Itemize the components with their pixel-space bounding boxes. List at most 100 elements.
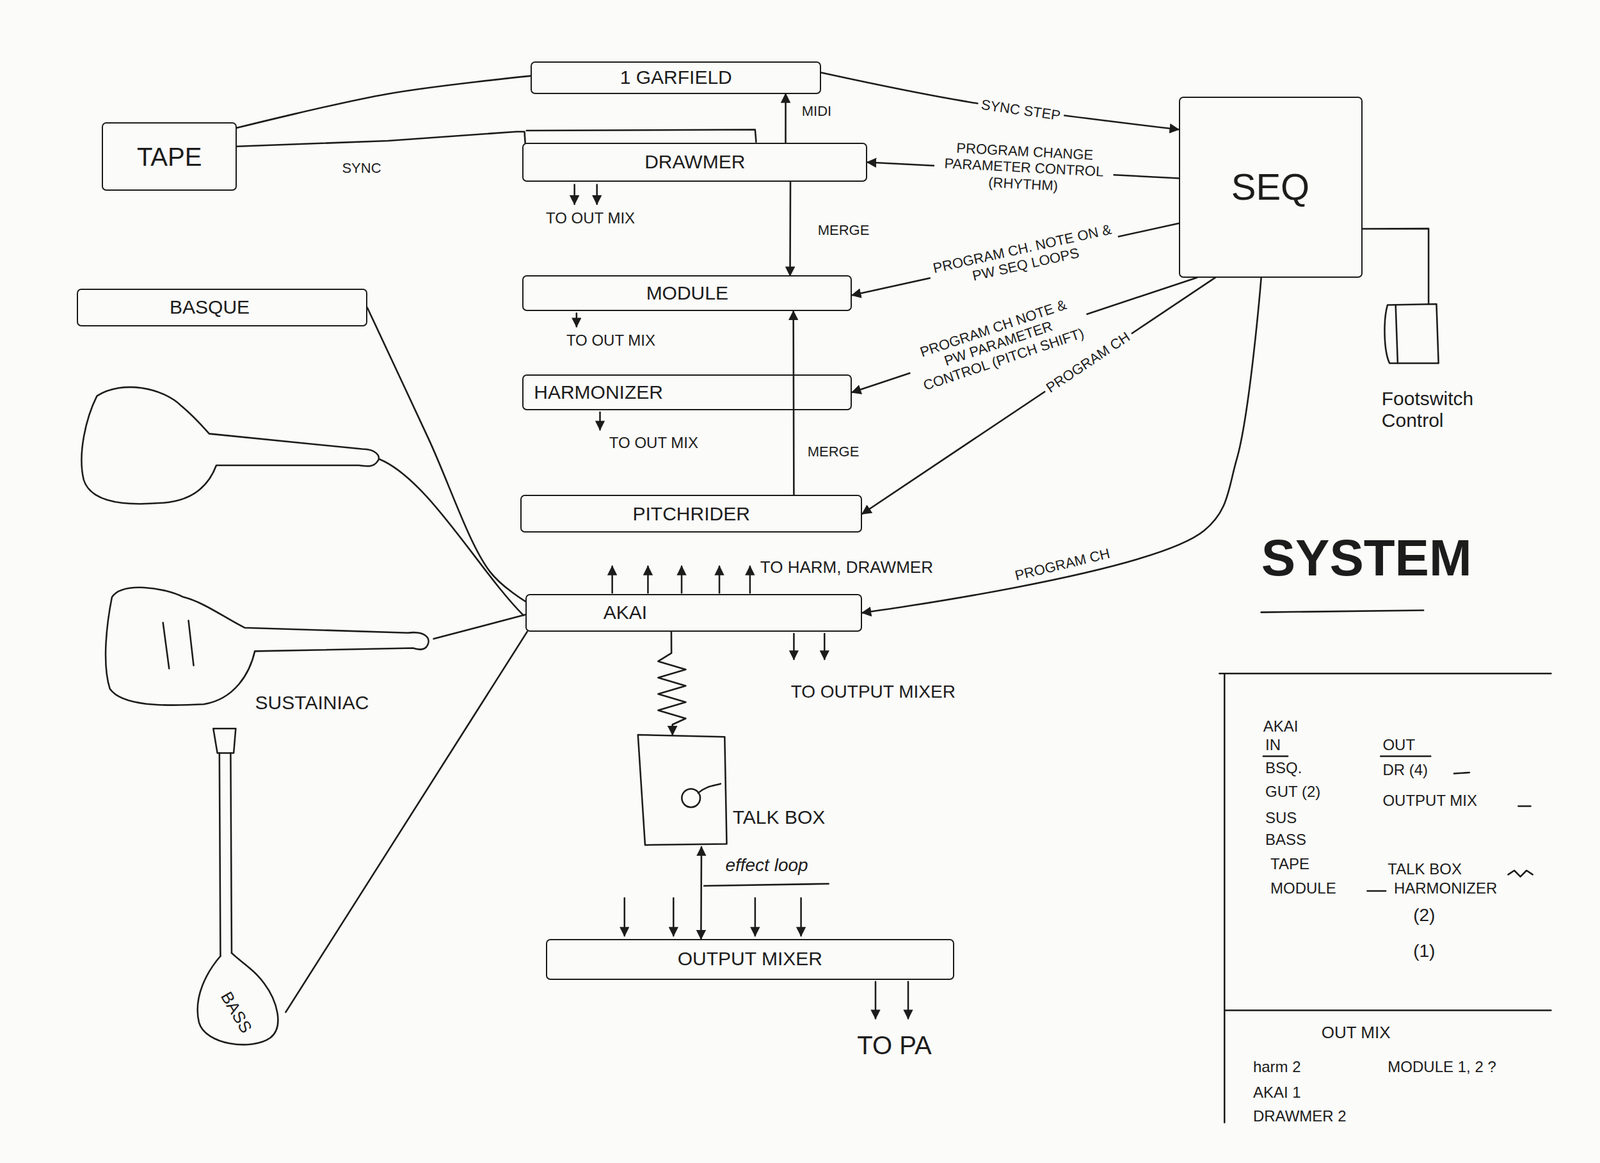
bass-neck (219, 753, 232, 957)
note-label: AKAI 1 (1253, 1083, 1302, 1102)
sync-bracket (526, 129, 757, 142)
out-arrow (823, 633, 826, 660)
edge-label: PROGRAM CH (1009, 544, 1115, 586)
node-label: Footswitch Control (1381, 387, 1497, 432)
device-node: TALK BOX (634, 734, 858, 847)
connector (433, 614, 527, 639)
note-label: TO PA (856, 1030, 932, 1060)
connector (285, 631, 527, 1012)
note-label: TO OUT MIX (545, 209, 635, 228)
out-arrow (595, 184, 598, 205)
note-label: DR (4) (1382, 760, 1428, 779)
process-box: DRAWMER (522, 142, 868, 182)
node-label: SEQ (1231, 165, 1311, 209)
talkbox-outline (637, 734, 727, 845)
footswitch-outline (1384, 304, 1439, 363)
guitar-outline (105, 587, 429, 706)
connector (1362, 228, 1430, 304)
process-box: SEQ (1178, 96, 1363, 278)
mix-arrow (623, 897, 626, 936)
edge-label: PROGRAM CH. NOTE ON & PW SEQ LOOPS (926, 219, 1122, 294)
edge-label: effect loop (721, 854, 811, 877)
send-arrow (680, 566, 683, 593)
send-arrow (647, 566, 649, 593)
note-label: TO HARM, DRAWMER (760, 558, 934, 578)
edge-label: MIDI (798, 102, 835, 120)
mix-arrow (800, 897, 802, 936)
connector (789, 181, 792, 276)
out-arrow (792, 633, 795, 660)
node-label: HARMONIZER (533, 381, 664, 404)
note-label: MODULE (1270, 879, 1337, 898)
node-label: SUSTAINIAC (255, 691, 370, 715)
edge-label: SYNC (338, 159, 384, 177)
node-label: 1 GARFIELD (620, 66, 733, 89)
device-node: BASS (188, 726, 286, 1051)
mix-arrow (754, 897, 757, 936)
footswitch-edge (1395, 305, 1398, 364)
connector (862, 277, 1216, 514)
process-box: 1 GARFIELD (530, 61, 822, 95)
device-drawing (634, 734, 858, 847)
squiggle-mark (1508, 870, 1533, 877)
underline (704, 883, 829, 886)
note-label: BASS (1265, 830, 1307, 849)
edge-label: PROGRAM CHANGE PARAMETER CONTROL (RHYTHM… (933, 138, 1115, 198)
table-rule (1219, 673, 1551, 1123)
connectors (236, 72, 1429, 1013)
process-box: BASQUE (76, 288, 368, 327)
note-label: SUS (1265, 808, 1297, 827)
connector (657, 631, 686, 735)
note-label: DRAWMER 2 (1253, 1107, 1347, 1126)
out-arrow (599, 412, 601, 430)
note-label: AKAI (1263, 717, 1299, 736)
node-label: AKAI (603, 601, 648, 624)
connector (784, 94, 787, 144)
node-label: MODULE (646, 282, 729, 305)
underline (1263, 755, 1431, 758)
device-node: Footswitch Control (1377, 304, 1505, 449)
note-label: TO OUT MIX (609, 433, 699, 452)
note-label: OUT (1382, 736, 1416, 754)
process-box: HARMONIZER (522, 374, 852, 411)
note-label: OUT MIX (1321, 1023, 1391, 1043)
edge-label: SYNC STEP (976, 95, 1065, 125)
send-arrow (718, 566, 721, 593)
diagram-title: SYSTEM (1261, 528, 1472, 588)
edge-label: MERGE (804, 442, 863, 461)
note-label: TALK BOX (1387, 860, 1462, 879)
node-label: PITCHRIDER (632, 503, 751, 526)
device-node: SUSTAINIAC (101, 571, 434, 725)
node-label: TALK BOX (732, 806, 826, 829)
out-arrow (576, 312, 578, 327)
connector (236, 76, 531, 128)
node-label: BASQUE (169, 296, 250, 319)
bass-head (213, 728, 236, 753)
note-label: HARMONIZER (1393, 879, 1497, 898)
node-label: TAPE (136, 142, 203, 172)
guitar-cable (379, 458, 524, 616)
process-box: AKAI (525, 593, 863, 632)
connector (821, 72, 1179, 130)
connector (700, 846, 703, 939)
process-box: PITCHRIDER (520, 494, 863, 533)
guitar-drawing (81, 387, 379, 504)
send-arrow (611, 566, 614, 593)
process-box: OUTPUT MIXER (545, 938, 955, 980)
connector (236, 131, 526, 147)
note-label: GUT (2) (1265, 782, 1321, 801)
title-underline (1261, 609, 1424, 612)
note-label: MODULE 1, 2 ? (1387, 1057, 1496, 1076)
note-label: IN (1265, 736, 1281, 754)
driver-circle (681, 788, 701, 808)
bass-body (197, 952, 279, 1045)
process-box: MODULE (522, 275, 852, 312)
note-label: OUTPUT MIX (1382, 791, 1478, 810)
note-label: harm 2 (1253, 1057, 1302, 1076)
note-label: BSQ. (1265, 759, 1302, 777)
note-label: TO OUTPUT MIXER (791, 681, 956, 703)
mix-arrow (672, 897, 675, 936)
node-label: DRAWMER (644, 151, 745, 174)
process-box: TAPE (101, 122, 237, 191)
